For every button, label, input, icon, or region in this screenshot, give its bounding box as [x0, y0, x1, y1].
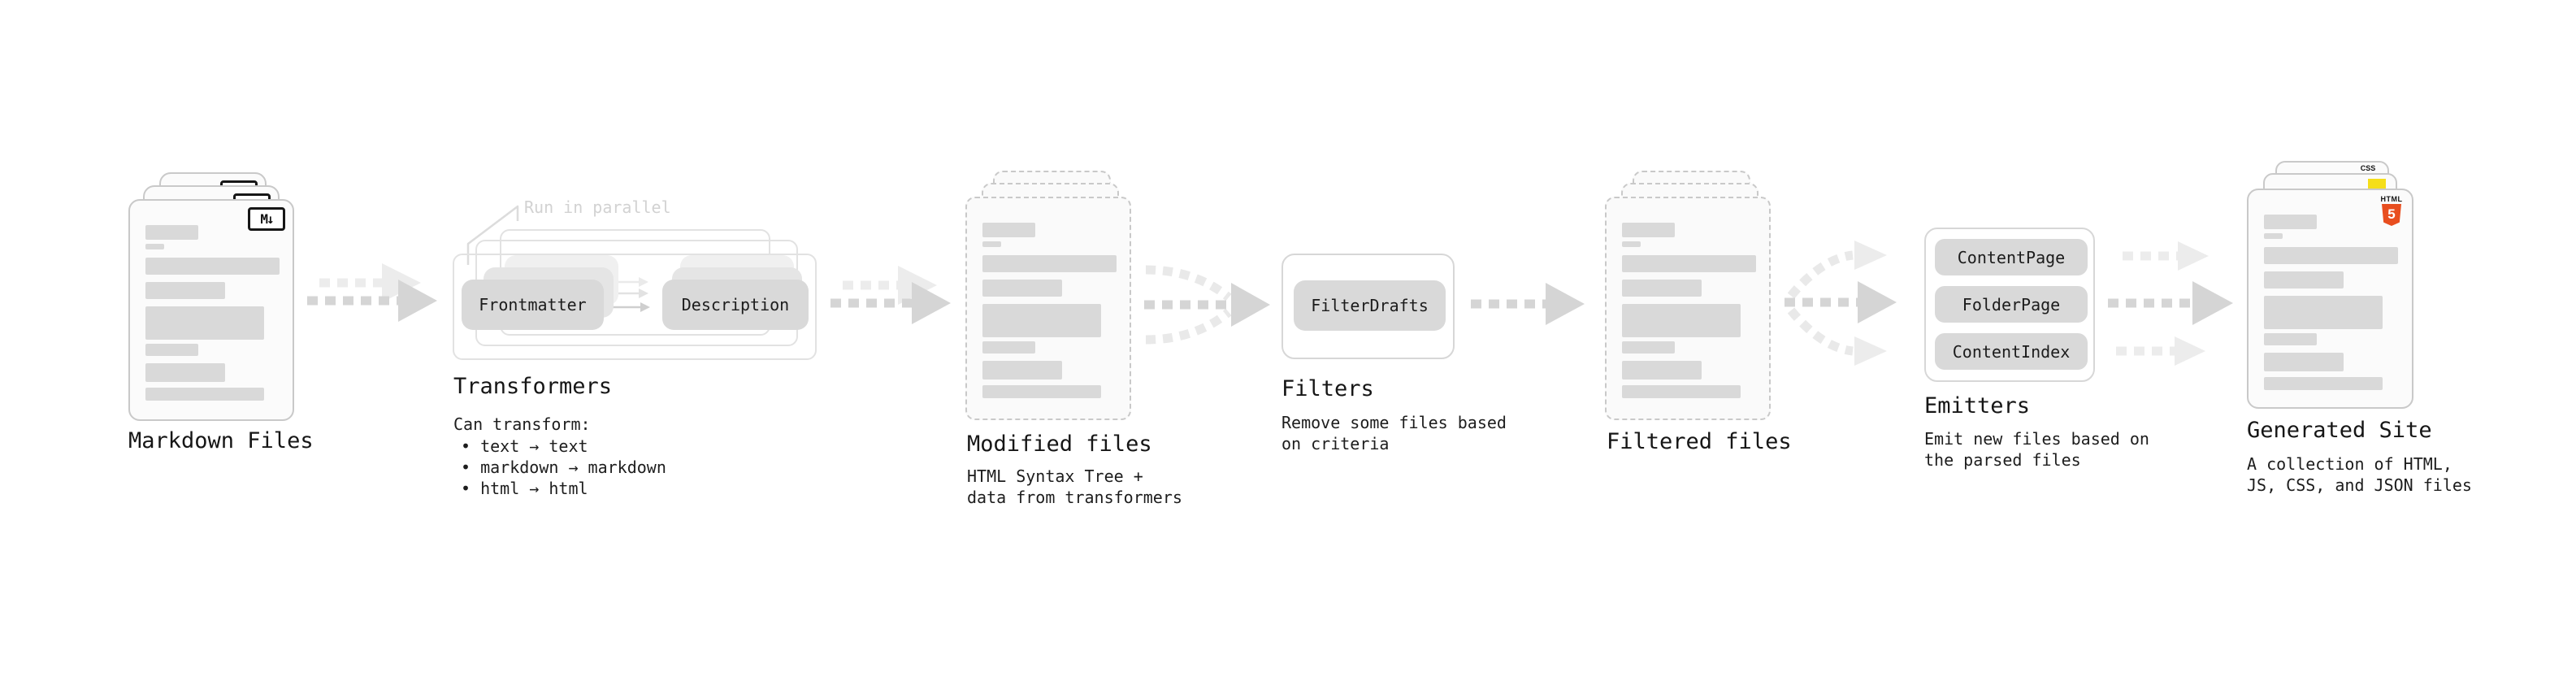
skeleton-bar — [982, 304, 1101, 337]
filters-desc-line: on criteria — [1281, 434, 1390, 453]
modified-files-stack — [965, 171, 1131, 420]
skeleton-bar — [2264, 215, 2317, 229]
skeleton-bar — [1622, 341, 1675, 354]
skeleton-bar — [145, 225, 198, 240]
skeleton-bar — [1622, 255, 1756, 272]
skeleton-bar — [2264, 233, 2283, 239]
skeleton-bar — [982, 385, 1101, 398]
skeleton-bar — [1622, 223, 1675, 237]
generated-site-desc-line: JS, CSS, and JSON files — [2247, 475, 2472, 495]
skeleton-bar — [1622, 385, 1741, 398]
skeleton-bar — [145, 282, 225, 299]
markdown-icon: M↓ — [248, 207, 285, 231]
markdown-files-stack: M↓ M↓ M↓ — [128, 172, 294, 421]
filters-label: Filters — [1281, 376, 1374, 401]
emitters-desc-line: the parsed files — [1924, 450, 2081, 470]
emitter-pill-contentindex: ContentIndex — [1935, 333, 2088, 370]
skeleton-bar — [2264, 377, 2383, 390]
skeleton-bar — [1622, 361, 1702, 380]
skeleton-bar — [2264, 296, 2383, 329]
transformers-desc-heading: Can transform: — [453, 414, 591, 434]
arrow-emitters-to-generated — [2108, 241, 2233, 366]
filtered-files-stack — [1605, 171, 1771, 420]
skeleton-bar — [145, 244, 164, 249]
skeleton-bar — [982, 341, 1035, 354]
transformer-bullet: • text → text — [461, 436, 588, 456]
file-card: HTML 5 — [2247, 189, 2413, 409]
skeleton-bar — [1622, 304, 1741, 337]
skeleton-bar — [2264, 333, 2317, 345]
run-in-parallel-note: Run in parallel — [524, 197, 671, 217]
file-card — [965, 197, 1131, 420]
skeleton-bar — [1622, 280, 1702, 297]
transformer-bullet: • html → html — [461, 479, 588, 498]
generated-site-stack: CSS HTML 5 — [2247, 161, 2413, 409]
skeleton-bar — [145, 388, 264, 401]
skeleton-bar — [145, 363, 225, 382]
skeleton-bar — [982, 241, 1001, 247]
skeleton-bar — [982, 223, 1035, 237]
transformer-bullet: • markdown → markdown — [461, 458, 666, 477]
generated-site-desc-line: A collection of HTML, — [2247, 454, 2452, 474]
filters-box: FilterDrafts — [1281, 254, 1455, 359]
js-icon — [2368, 179, 2386, 189]
skeleton-bar — [982, 255, 1117, 272]
arrow-markdown-to-transformers — [307, 263, 437, 322]
arrow-modified-to-filters — [1144, 265, 1270, 345]
file-card: M↓ — [128, 199, 294, 421]
description-pill: Description — [662, 280, 809, 330]
emitters-box: ContentPage FolderPage ContentIndex — [1924, 228, 2095, 382]
filtered-files-label: Filtered files — [1607, 429, 1792, 454]
generated-site-label: Generated Site — [2247, 418, 2432, 443]
skeleton-bar — [145, 344, 198, 356]
html5-icon: HTML 5 — [2380, 195, 2403, 226]
arrow-filtered-to-emitters — [1785, 241, 1897, 366]
transformers-label: Transformers — [453, 374, 613, 399]
skeleton-bar — [982, 361, 1062, 380]
frontmatter-pill: Frontmatter — [462, 280, 604, 330]
modified-files-label: Modified files — [967, 432, 1152, 457]
emitter-pill-folderpage: FolderPage — [1935, 286, 2088, 323]
skeleton-bar — [145, 258, 280, 275]
markdown-files-label: Markdown Files — [128, 428, 314, 453]
modified-files-desc-line: HTML Syntax Tree + — [967, 466, 1143, 486]
emitters-label: Emitters — [1924, 393, 2031, 419]
filters-desc-line: Remove some files based — [1281, 413, 1507, 432]
skeleton-bar — [982, 280, 1062, 297]
filterdrafts-pill: FilterDrafts — [1294, 280, 1446, 331]
skeleton-bar — [145, 306, 264, 340]
transformers-cluster: Frontmatter Description — [453, 229, 859, 360]
skeleton-bar — [2264, 353, 2344, 371]
file-card — [1605, 197, 1771, 420]
skeleton-bar — [1622, 241, 1641, 247]
arrow-filters-to-filtered — [1471, 283, 1585, 325]
emitters-desc-line: Emit new files based on — [1924, 429, 2149, 449]
transformer-layer-outline — [453, 254, 817, 360]
emitter-pill-contentpage: ContentPage — [1935, 239, 2088, 275]
modified-files-desc-line: data from transformers — [967, 488, 1182, 507]
skeleton-bar — [2264, 247, 2398, 264]
skeleton-bar — [2264, 271, 2344, 288]
